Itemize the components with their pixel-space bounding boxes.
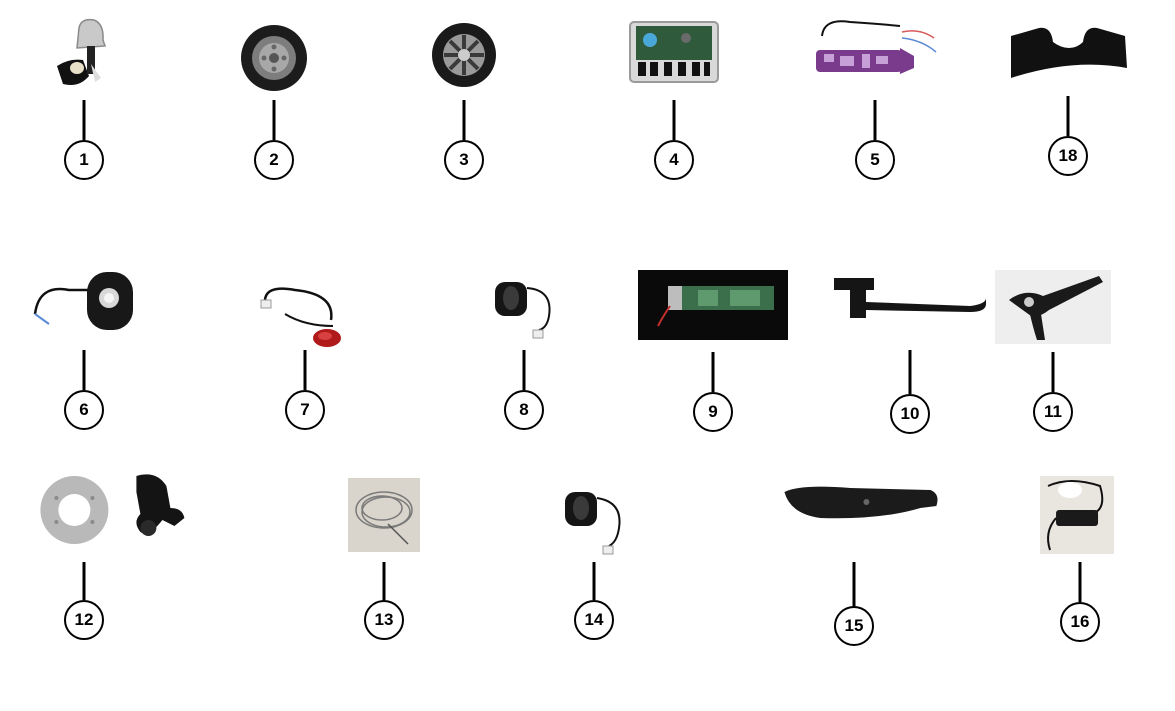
battery-bms-icon <box>638 270 788 340</box>
callout-16: 16 <box>1060 602 1100 642</box>
callout-13: 13 <box>364 600 404 640</box>
callout-18: 18 <box>1048 136 1088 176</box>
brake-lever-icon <box>995 270 1111 344</box>
callout-9: 9 <box>693 392 733 432</box>
callout-14: 14 <box>574 600 614 640</box>
callout-7: 7 <box>285 390 325 430</box>
callout-4: 4 <box>654 140 694 180</box>
callout-1: 1 <box>64 140 104 180</box>
callout-5: 5 <box>855 140 895 180</box>
bell-icon <box>49 18 119 93</box>
front-wheel-icon <box>424 18 504 93</box>
brake-handle-sensor-icon <box>559 484 629 560</box>
rear-fender-icon <box>780 484 940 524</box>
dashboard-pcb-icon <box>810 18 940 80</box>
brake-cable-icon <box>348 478 420 552</box>
charger-icon <box>1040 476 1115 554</box>
callout-11: 11 <box>1033 392 1073 432</box>
callout-2: 2 <box>254 140 294 180</box>
callout-15: 15 <box>834 606 874 646</box>
callout-3: 3 <box>444 140 484 180</box>
rubber-pad-icon <box>1003 22 1133 84</box>
headlight-icon <box>29 268 139 338</box>
callout-12: 12 <box>64 600 104 640</box>
callout-6: 6 <box>64 390 104 430</box>
kickstand-icon <box>830 272 990 328</box>
rear-wheel-icon <box>229 18 319 98</box>
callout-8: 8 <box>504 390 544 430</box>
controller-board-icon <box>624 18 724 86</box>
taillight-icon <box>255 268 355 350</box>
callout-10: 10 <box>890 394 930 434</box>
disc-brake-caliper-icon <box>36 468 206 548</box>
throttle-icon <box>489 268 559 348</box>
